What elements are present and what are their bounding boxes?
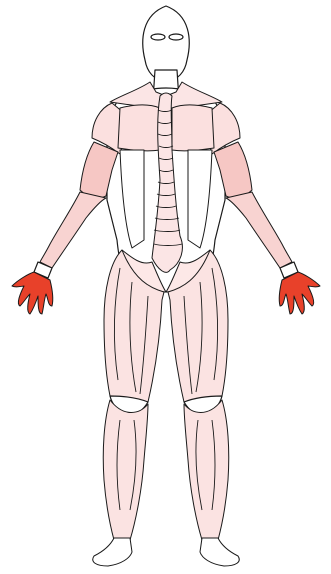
- left-foot[interactable]: [93, 538, 132, 566]
- left-chest-muscle[interactable]: [118, 105, 160, 151]
- right-hand[interactable]: [279, 272, 320, 314]
- right-forearm-muscle[interactable]: [226, 192, 292, 268]
- right-calf-muscle[interactable]: [184, 400, 229, 540]
- right-chest-muscle[interactable]: [172, 105, 214, 151]
- right-foot[interactable]: [200, 538, 239, 566]
- left-forearm-muscle[interactable]: [40, 192, 106, 268]
- left-hand[interactable]: [12, 272, 53, 314]
- left-calf-muscle[interactable]: [103, 400, 148, 540]
